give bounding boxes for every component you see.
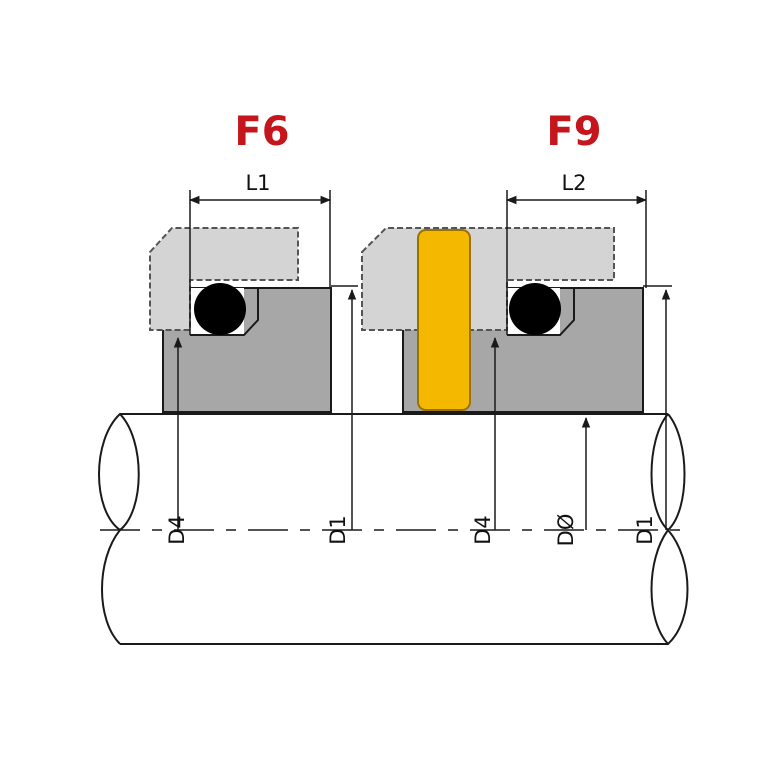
- f9-drive-pin: [417, 229, 471, 411]
- diameter-leaders: [173, 285, 672, 530]
- shaft: [98, 412, 689, 646]
- title-f9: F9: [546, 109, 601, 155]
- shaft-right-break: [650, 413, 686, 532]
- label-d4-left: D4: [165, 515, 189, 545]
- f6-seat-groove-edge: [190, 288, 259, 336]
- label-d0: DØ: [554, 514, 578, 547]
- f9-seat-groove-edge: [507, 288, 575, 336]
- f9-o-ring: [509, 283, 561, 335]
- f9-assembly: [361, 227, 644, 413]
- label-d4-right: D4: [471, 515, 495, 545]
- f6-o-ring: [194, 283, 246, 335]
- dimension-l1: [188, 190, 332, 335]
- label-d1-left: D1: [326, 515, 350, 545]
- label-d1-right: D1: [633, 515, 657, 545]
- label-l2: L2: [561, 171, 586, 195]
- title-f6: F6: [234, 109, 289, 155]
- shaft-left-break: [98, 412, 140, 532]
- shaft-right-break-lower: [650, 528, 689, 646]
- f6-stationary-ring: [149, 227, 299, 331]
- dimension-l2: [505, 190, 648, 335]
- label-l1: L1: [245, 171, 270, 195]
- f6-assembly: [149, 227, 332, 413]
- shaft-left-break-lower: [101, 529, 121, 645]
